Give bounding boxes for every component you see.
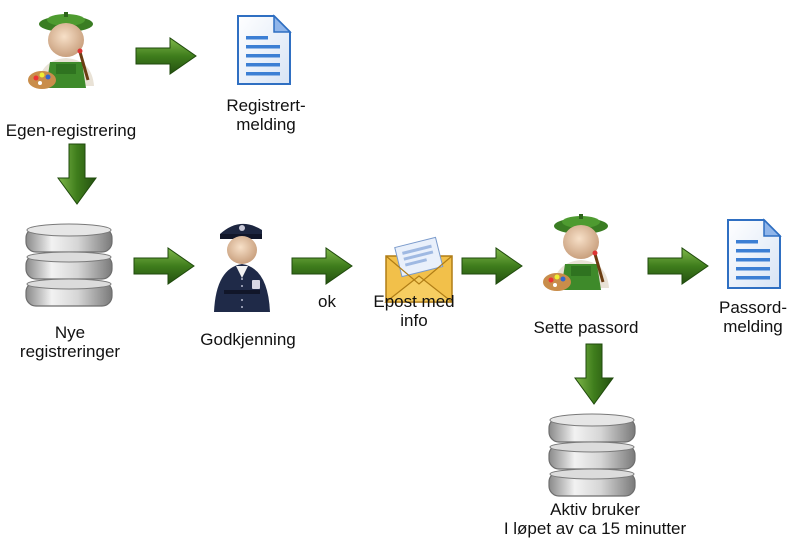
green-arrow-icon-to-approval [133, 247, 195, 285]
label-new-registrations-line2: registreringer [19, 342, 121, 361]
label-password-msg-line2: melding [723, 317, 783, 336]
label-active-user-line1: Aktiv bruker [550, 500, 640, 519]
label-registered-msg-line1: Registrert- [226, 96, 306, 115]
database-icon-active-user [548, 413, 636, 497]
label-active-user: Aktiv bruker I løpet av ca 15 minutter [480, 500, 710, 538]
label-approval: Godkjenning [200, 330, 296, 349]
artist-icon-self-registration [26, 10, 96, 91]
label-email-line1: Epost med [373, 292, 455, 311]
document-icon-registered-msg [237, 15, 291, 85]
envelope-icon [384, 236, 454, 303]
green-arrow-icon-to-set-password [461, 247, 523, 285]
label-email-info: Epost med info [362, 292, 466, 330]
green-arrow-icon-to-password-msg [647, 247, 709, 285]
label-new-registrations: Nye registreringer [8, 323, 132, 361]
label-self-registration: Egen-registrering [5, 121, 137, 140]
label-email-line2: info [400, 311, 428, 330]
label-active-user-line2: I løpet av ca 15 minutter [503, 519, 687, 538]
police-officer-icon [214, 223, 270, 312]
document-icon-password-msg [727, 219, 781, 289]
green-arrow-icon-to-registered-msg [135, 37, 197, 75]
label-new-registrations-line1: Nye [54, 323, 86, 342]
artist-icon-set-password [541, 212, 611, 293]
green-arrow-icon-down-to-db [57, 143, 97, 205]
label-password-msg-line1: Passord- [718, 298, 788, 317]
label-registered-msg: Registrert- melding [212, 96, 320, 134]
label-set-password: Sette passord [533, 318, 639, 337]
green-arrow-icon-down-to-active-user [574, 343, 614, 405]
database-icon-new-registrations [25, 223, 113, 307]
label-ok: ok [318, 292, 336, 311]
green-arrow-icon-ok-to-email [291, 247, 353, 285]
label-registered-msg-line2: melding [236, 115, 296, 134]
label-password-msg: Passord- melding [706, 298, 800, 336]
